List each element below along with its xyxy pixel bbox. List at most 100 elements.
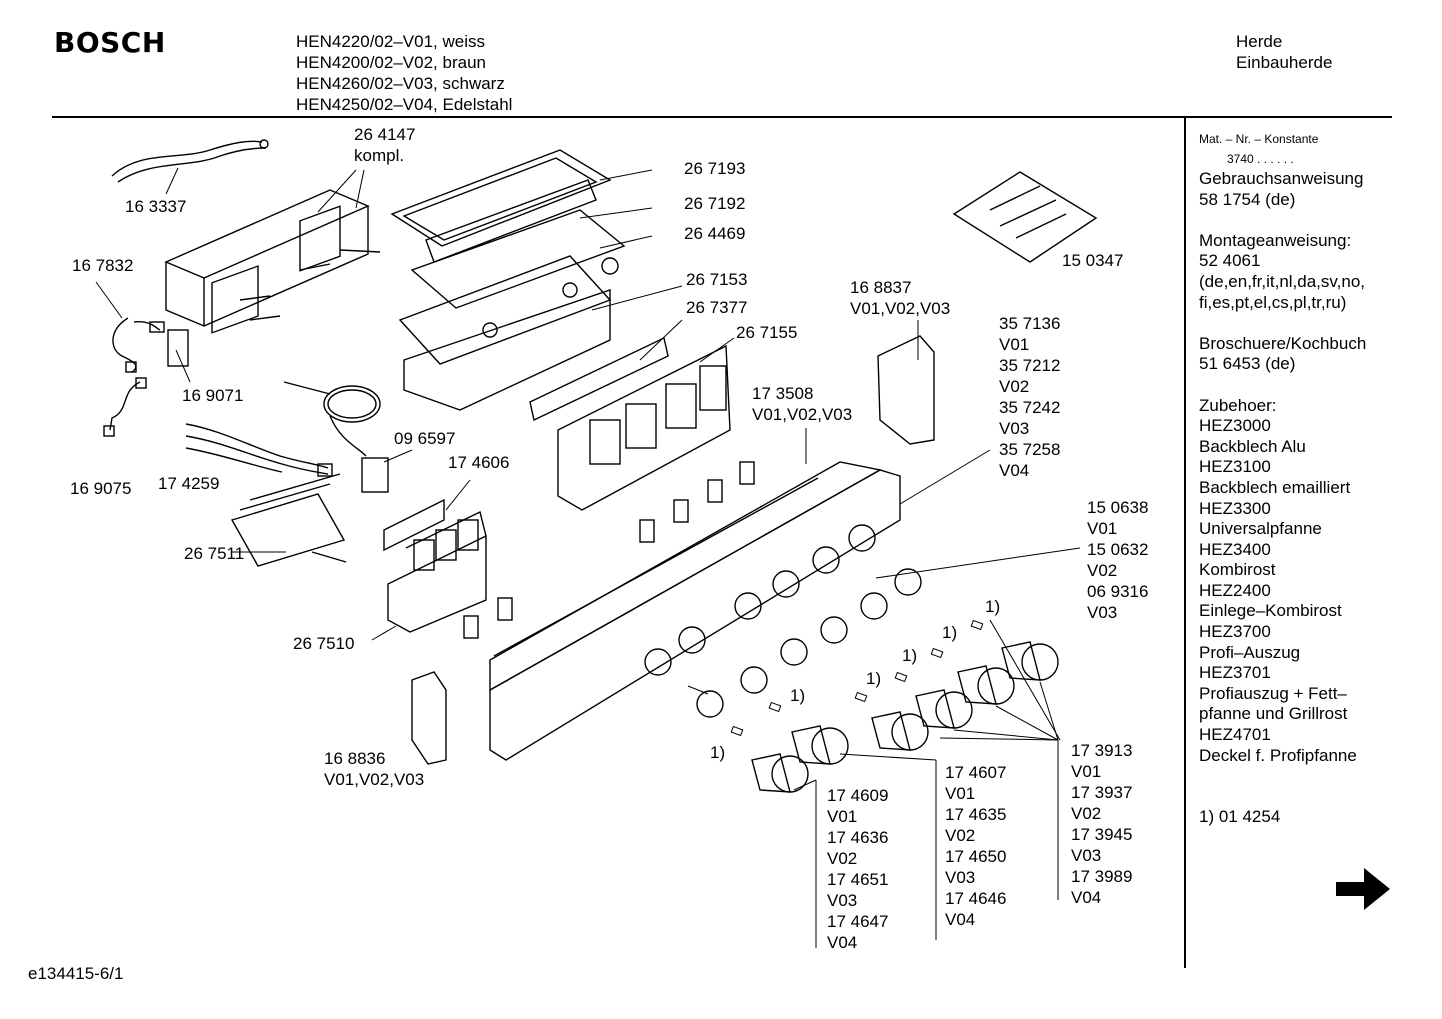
footnote-marker: 1) — [942, 623, 958, 642]
accessory-line: Deckel f. Profipfanne — [1199, 745, 1357, 765]
variant-code: V02 — [999, 377, 1030, 396]
part-number: 17 4647 — [827, 912, 889, 931]
part-number: 17 3989 — [1071, 867, 1133, 886]
part-label: 26 7193 — [684, 159, 746, 178]
mat-value: 3740 . . . . . . — [1227, 152, 1294, 166]
variant-code: V03 — [1071, 846, 1102, 865]
part-number: 17 3937 — [1071, 783, 1133, 802]
footnote-text: 1) 01 4254 — [1199, 807, 1281, 827]
accessory-line: Einlege–Kombirost — [1199, 601, 1342, 621]
document-id: e134415-6/1 — [28, 964, 124, 983]
part-number: 16 8837 — [850, 278, 912, 297]
part-number: 35 7136 — [999, 314, 1061, 333]
doc-line: Gebrauchsanweisung — [1199, 169, 1364, 188]
variant-code: V01 — [827, 807, 858, 826]
accessory-line: HEZ3700 — [1199, 622, 1271, 642]
part-variants: V01,V02,V03 — [324, 770, 425, 789]
control-box — [383, 498, 487, 633]
part-label: 16 7832 — [72, 256, 134, 275]
next-page-arrow-icon[interactable] — [1334, 866, 1392, 912]
accessory-line: HEZ4701 — [1199, 725, 1271, 745]
footnote-marker: 1) — [985, 597, 1001, 616]
model-line: HEN4220/02–V01, weiss — [296, 32, 486, 51]
variant-code: V02 — [1071, 804, 1102, 823]
doc-line: Montageanweisung: — [1199, 230, 1352, 250]
part-label: 09 6597 — [394, 429, 456, 448]
control-panel — [489, 461, 901, 761]
part-label: 26 7153 — [686, 270, 748, 289]
part-variants: V01,V02,V03 — [752, 405, 853, 424]
clip-parts — [463, 461, 755, 639]
mat-label: Mat. – Nr. – Konstante — [1199, 132, 1319, 146]
part-note: kompl. — [354, 146, 405, 165]
accessory-line: HEZ3100 — [1199, 457, 1271, 477]
part-number: 35 7212 — [999, 356, 1061, 375]
part-number: 35 7242 — [999, 398, 1061, 417]
temperature-sensor — [283, 381, 389, 493]
variant-code: V01 — [945, 784, 976, 803]
accessory-line: Profi–Auszug — [1199, 642, 1301, 662]
part-number: 16 8836 — [324, 749, 386, 768]
part-number: 17 3508 — [752, 384, 814, 403]
accessory-line: Backblech Alu — [1199, 436, 1306, 456]
bracket-part — [411, 671, 447, 765]
accessory-line: HEZ3000 — [1199, 416, 1271, 436]
part-label: 26 7377 — [686, 298, 748, 317]
terminal-strip — [230, 473, 347, 567]
variant-code: V04 — [827, 933, 858, 952]
sidebar-divider — [1184, 117, 1186, 968]
part-number: 17 4636 — [827, 828, 889, 847]
variant-list: 35 7136 V01 35 7212 V02 35 7242 V03 35 7… — [999, 313, 1060, 481]
cable-part — [111, 139, 269, 183]
part-label: 16 9075 — [70, 479, 132, 498]
accessory-line: Universalpfanne — [1199, 519, 1322, 539]
part-number: 17 3945 — [1071, 825, 1133, 844]
model-line: HEN4200/02–V02, braun — [296, 53, 486, 72]
knob-rings — [696, 568, 922, 718]
connector-part — [167, 329, 189, 367]
variant-code: V01 — [1087, 519, 1118, 538]
header-divider — [52, 116, 1392, 118]
variant-code: V01 — [999, 335, 1030, 354]
variant-code: V03 — [945, 868, 976, 887]
accessory-line: Zubehoer: — [1199, 395, 1277, 415]
electronics-unit — [557, 344, 731, 511]
part-label: 26 7192 — [684, 194, 746, 213]
doc-line: 58 1754 (de) — [1199, 189, 1296, 209]
part-label: 16 9071 — [182, 386, 244, 405]
variant-list: 17 4607 V01 17 4635 V02 17 4650 V03 17 4… — [945, 762, 1006, 930]
variant-code: V04 — [945, 910, 976, 929]
part-label: 16 3337 — [125, 197, 187, 216]
accessory-line: Backblech emailliert — [1199, 477, 1351, 497]
model-line: HEN4250/02–V04, Edelstahl — [296, 95, 513, 114]
footnote-marker: 1) — [710, 743, 726, 762]
part-number: 15 0632 — [1087, 540, 1149, 559]
accessory-line: HEZ3701 — [1199, 663, 1271, 683]
part-number: 26 4147 — [354, 125, 416, 144]
part-number: 17 4609 — [827, 786, 889, 805]
variant-list: 17 4609 V01 17 4636 V02 17 4651 V03 17 4… — [827, 785, 888, 953]
accessory-line: Kombirost — [1199, 560, 1276, 580]
accessory-line: HEZ3300 — [1199, 498, 1271, 518]
variant-code: V03 — [999, 419, 1030, 438]
accessory-line: HEZ3400 — [1199, 539, 1271, 559]
category-line: Einbauherde — [1236, 53, 1333, 72]
bracket-part — [877, 335, 935, 445]
sidebar-info: Mat. – Nr. – Konstante 3740 . . . . . . … — [1199, 129, 1366, 828]
part-label: 16 8837 V01,V02,V03 — [850, 277, 950, 319]
part-number: 17 4607 — [945, 763, 1007, 782]
variant-code: V04 — [999, 461, 1030, 480]
part-label: 26 7155 — [736, 323, 798, 342]
doc-line: 51 6453 (de) — [1199, 354, 1296, 374]
part-number: 17 4651 — [827, 870, 889, 889]
variant-code: V03 — [827, 891, 858, 910]
part-label: 15 0347 — [1062, 251, 1124, 270]
screw-bag — [952, 171, 1098, 263]
variant-list: 15 0638 V01 15 0632 V02 06 9316 V03 — [1087, 497, 1148, 623]
footnote-marker: 1) — [902, 646, 918, 665]
trim-strip — [529, 336, 669, 422]
part-label: 16 8836 V01,V02,V03 — [324, 748, 424, 790]
cable-part — [112, 317, 165, 373]
part-variants: V01,V02,V03 — [850, 299, 951, 318]
